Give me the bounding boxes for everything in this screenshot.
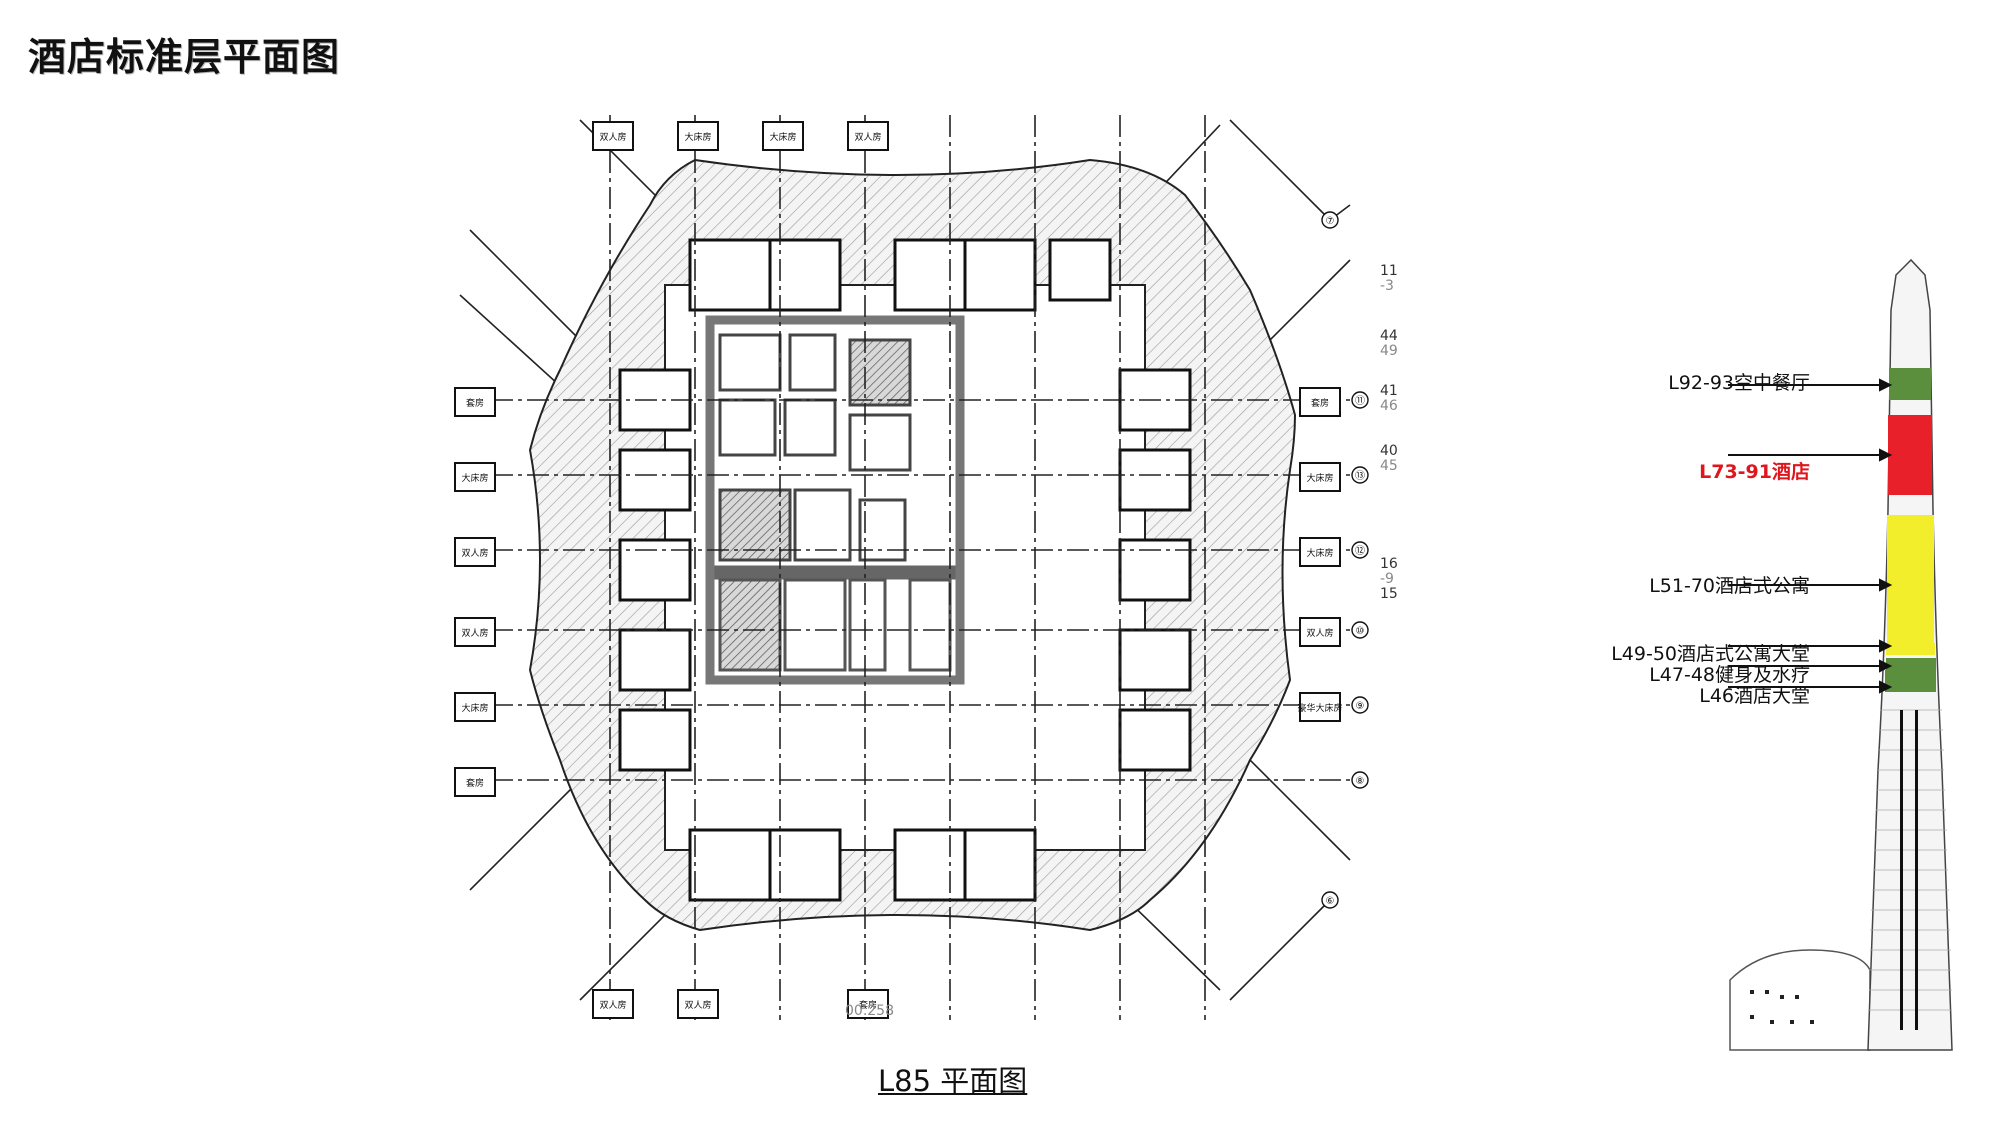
grid-bubble-label: ⑥ (1326, 896, 1335, 907)
legend-label-fitness-spa: L47-48健身及水疗 (1649, 664, 1810, 686)
dimension-label: 44 (1380, 328, 1398, 344)
tower-core-marks (1900, 710, 1918, 1030)
tower-section-diagram (1728, 258, 1953, 1051)
grid-bubble-label: ⑫ (1355, 545, 1365, 557)
dimension-label: -9 (1380, 571, 1394, 587)
room-tag-label: 套房 (1311, 397, 1329, 409)
dimension-label: 00.258 (845, 1003, 894, 1019)
room-tag-label: 大床房 (461, 702, 488, 714)
room-tag-label: 套房 (859, 999, 877, 1011)
core-lower-rooms (718, 578, 952, 672)
core-boundary (705, 315, 965, 685)
room-tag-label: 大床房 (1306, 547, 1333, 559)
room-tag-label: 双人房 (1306, 627, 1333, 639)
grid-bubble-label: ⑩ (1356, 626, 1365, 637)
grid-bubbles (1321, 211, 1369, 909)
dimension-label: 46 (1380, 398, 1398, 414)
room-tag-label: 大床房 (1306, 472, 1333, 484)
dimension-label: 15 (1380, 586, 1398, 602)
zone-sky-dining (1889, 368, 1931, 400)
room-tag-label: 大床房 (684, 131, 711, 143)
grid-bubble-label: ⑨ (1356, 701, 1365, 712)
room-tag-label: 双人房 (854, 131, 881, 143)
zone-apartment-lobby (1886, 643, 1935, 655)
structural-grid-vertical (609, 115, 1206, 1020)
podium (1729, 949, 1871, 1051)
dimension-label: 16 (1380, 556, 1398, 572)
room-tag-label: 双人房 (599, 999, 626, 1011)
room-tag-label: 套房 (466, 777, 484, 789)
tower-floor-lines (1868, 709, 1952, 1011)
legend-label-serviced-apartments: L51-70酒店式公寓 (1649, 575, 1810, 597)
grid-bubble-label: ⑧ (1356, 776, 1365, 787)
legend-label-hotel: L73-91酒店 (1699, 461, 1810, 483)
dimension-label: 49 (1380, 343, 1398, 359)
room-tag-label: 大床房 (461, 472, 488, 484)
legend-arrows (1728, 378, 1893, 694)
zone-serviced-apartments (1887, 515, 1934, 643)
dimension-label: 45 (1380, 458, 1398, 474)
room-tag-label: 双人房 (461, 627, 488, 639)
core-rooms (718, 333, 912, 562)
legend-label-hotel-lobby: L46酒店大堂 (1699, 685, 1810, 707)
grid-bubble-label: ⑪ (1355, 395, 1365, 407)
room-tag-label: 双人房 (684, 999, 711, 1011)
dimension-label: -3 (1380, 278, 1394, 294)
floor-plan-drawing: 双人房大床房大床房双人房双人房双人房套房套房大床房双人房双人房大床房套房套房大床… (454, 115, 1398, 1020)
structural-grid-horizontal (455, 399, 1360, 781)
page-title: 酒店标准层平面图 (28, 35, 341, 79)
dimension-label: 40 (1380, 443, 1398, 459)
legend-label-apartment-lobby: L49-50酒店式公寓大堂 (1611, 643, 1810, 665)
room-tag-label: 双人房 (599, 131, 626, 143)
dimension-label: 41 (1380, 383, 1398, 399)
grid-bubble-label: ⑦ (1326, 216, 1335, 227)
room-tag-label: 大床房 (769, 131, 796, 143)
room-tag-label: 套房 (466, 397, 484, 409)
zone-fitness-spa (1886, 658, 1936, 670)
room-tag-label: 双人房 (461, 547, 488, 559)
podium-windows (1750, 990, 1814, 1024)
grid-bubble-label: ⑬ (1355, 470, 1365, 482)
guest-room-units (618, 238, 1192, 902)
zone-hotel (1888, 415, 1932, 495)
room-tag-label: 豪华大床房 (1297, 702, 1342, 714)
room-tag-boxes (454, 121, 1341, 1019)
dimension-label: 11 (1380, 263, 1398, 279)
zone-hotel-lobby (1885, 670, 1936, 692)
plan-caption: L85 平面图 (878, 1064, 1028, 1098)
legend-label-sky-dining: L92-93空中餐厅 (1668, 372, 1810, 394)
